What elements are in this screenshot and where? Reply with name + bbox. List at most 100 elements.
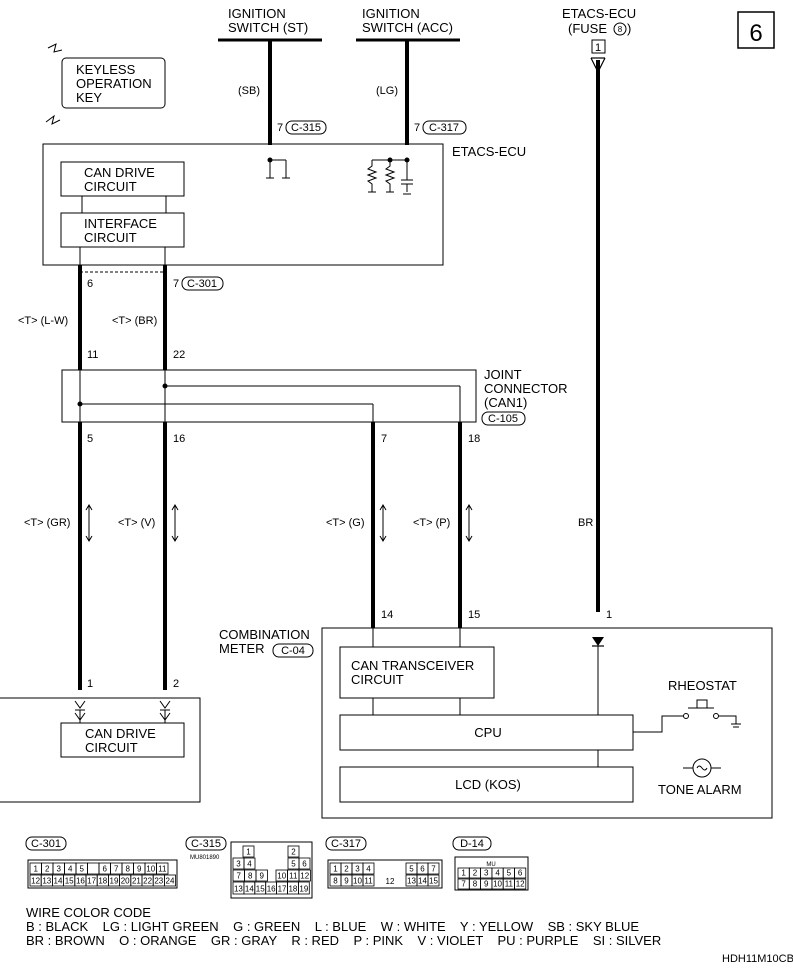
joint-pin-11: 11: [87, 349, 98, 361]
tone-alarm-icon: [683, 758, 721, 778]
c317-pin: 2: [344, 865, 349, 874]
ign-st-line2: SWITCH (ST): [228, 20, 308, 35]
c317-pin: 1: [333, 865, 338, 874]
c317-pin: 4: [366, 865, 371, 874]
c301-pin: 3: [57, 865, 62, 874]
c317-pin: 7: [431, 865, 436, 874]
lower-can-drive-line1: CAN DRIVE: [85, 726, 156, 741]
c315-label: C-315: [191, 838, 221, 850]
c315-cell: [243, 857, 256, 870]
c315-pin: 17: [278, 885, 287, 894]
fuse-number-circle: [613, 22, 627, 36]
wire-sb-label: (SB): [238, 85, 260, 97]
c105-tag: [481, 411, 526, 426]
c317-pin: 11: [364, 877, 373, 886]
lcd-box: [339, 766, 634, 803]
c301-pin: 12: [31, 877, 40, 886]
d14-pin: 12: [516, 880, 525, 889]
c317-pin: 12: [386, 877, 395, 886]
c317-pin: 15: [429, 877, 438, 886]
c301-pin: 6: [103, 865, 108, 874]
combination-meter-box: [321, 627, 773, 819]
c317-pin: 10: [353, 877, 362, 886]
c315-pin: 7: [237, 872, 242, 881]
wire-br-can-label: <T> (BR): [112, 315, 157, 327]
c301-pin: 9: [137, 865, 142, 874]
cpu-label: CPU: [474, 725, 501, 740]
c315-pin: 12: [300, 872, 309, 881]
c317-pin: 14: [418, 877, 427, 886]
d14-pin: 7: [461, 880, 466, 889]
wire-v-label: <T> (V): [118, 517, 155, 529]
meter-line2: METER: [219, 641, 265, 656]
c317-tag: [422, 120, 467, 135]
c301-cell: [156, 862, 169, 875]
c301-pin: 20: [121, 877, 130, 886]
wire-g-label: <T> (G): [326, 517, 365, 529]
d14-pin: 9: [484, 880, 489, 889]
c315-pin: 5: [291, 860, 296, 869]
etacs-ecu-box: [42, 143, 444, 266]
c301-pin: 17: [87, 877, 96, 886]
etacs-pin-left: 6: [87, 278, 93, 290]
d14-label-tag: [452, 836, 492, 851]
c301-pin: 14: [54, 877, 63, 886]
joint-line2: CONNECTOR: [484, 381, 568, 396]
joint-internal-wiring: [77, 370, 461, 422]
c301-pin: 10: [146, 865, 155, 874]
d14-pin: 4: [495, 869, 500, 878]
meter-diode-icon: [592, 637, 604, 646]
wire-code-title: WIRE COLOR CODE: [26, 905, 151, 920]
c301-pin: 16: [76, 877, 85, 886]
d14-pin: 1: [461, 869, 466, 878]
rheostat-switch-icon: [633, 699, 741, 733]
ign-st-connector: C-315: [291, 122, 321, 134]
c301-label: C-301: [31, 838, 61, 850]
c301-housing: [27, 859, 178, 889]
c315-pin: 15: [256, 885, 265, 894]
c317-cell: [362, 862, 375, 875]
d14-pin: 5: [507, 869, 512, 878]
c301-pin: 18: [98, 877, 107, 886]
c315-pin: 1: [246, 848, 251, 857]
c315-pin: 16: [267, 885, 276, 894]
keyless-key-line1: KEYLESS: [76, 62, 136, 77]
c317-pin: 13: [407, 877, 416, 886]
etacs-can-drive-line1: CAN DRIVE: [84, 165, 155, 180]
d14-pin: 3: [484, 869, 489, 878]
page-number: 6: [749, 20, 762, 47]
c315-pin: 9: [260, 872, 265, 881]
joint-connector: C-105: [488, 413, 518, 425]
c301-pin: 22: [143, 877, 152, 886]
fuse-line1: ETACS-ECU: [562, 6, 636, 21]
joint-connector-box: [61, 369, 477, 423]
keyless-key-line3: KEY: [76, 90, 102, 105]
d14-cell: [514, 878, 527, 890]
etacs-interface-line1: INTERFACE: [84, 216, 157, 231]
wire-code-line2: BR : BROWN O : ORANGE GR : GRAY R : RED …: [26, 933, 661, 948]
fuse-pin-box: [591, 39, 606, 54]
c301-pin: 11: [158, 865, 167, 874]
keyless-key-line2: OPERATION: [76, 76, 152, 91]
c317-cell: [427, 874, 440, 887]
c317-label-tag: [325, 836, 367, 851]
c301-pin: 21: [132, 877, 141, 886]
joint-line1: JOINT: [484, 367, 522, 382]
etacs-ecu-label: ETACS-ECU: [452, 144, 526, 159]
lower-pin-2: 2: [173, 678, 179, 690]
joint-pin-18: 18: [468, 433, 480, 445]
ign-acc-pin: 7: [414, 122, 420, 134]
c301-pin: 15: [65, 877, 74, 886]
c315-tag: [285, 120, 327, 135]
c301-pin: 24: [166, 877, 175, 886]
c301-pin: 19: [110, 877, 119, 886]
etacs-acc-input-circuit: [366, 157, 413, 195]
radio-wave-icon: [45, 43, 63, 125]
d14-tag: MU: [486, 862, 495, 868]
keyless-key-box: [61, 57, 166, 109]
d14-housing: [454, 856, 529, 891]
c315-cell: [298, 869, 311, 882]
d14-pin: 11: [505, 880, 514, 889]
c317-pin: 9: [344, 877, 349, 886]
